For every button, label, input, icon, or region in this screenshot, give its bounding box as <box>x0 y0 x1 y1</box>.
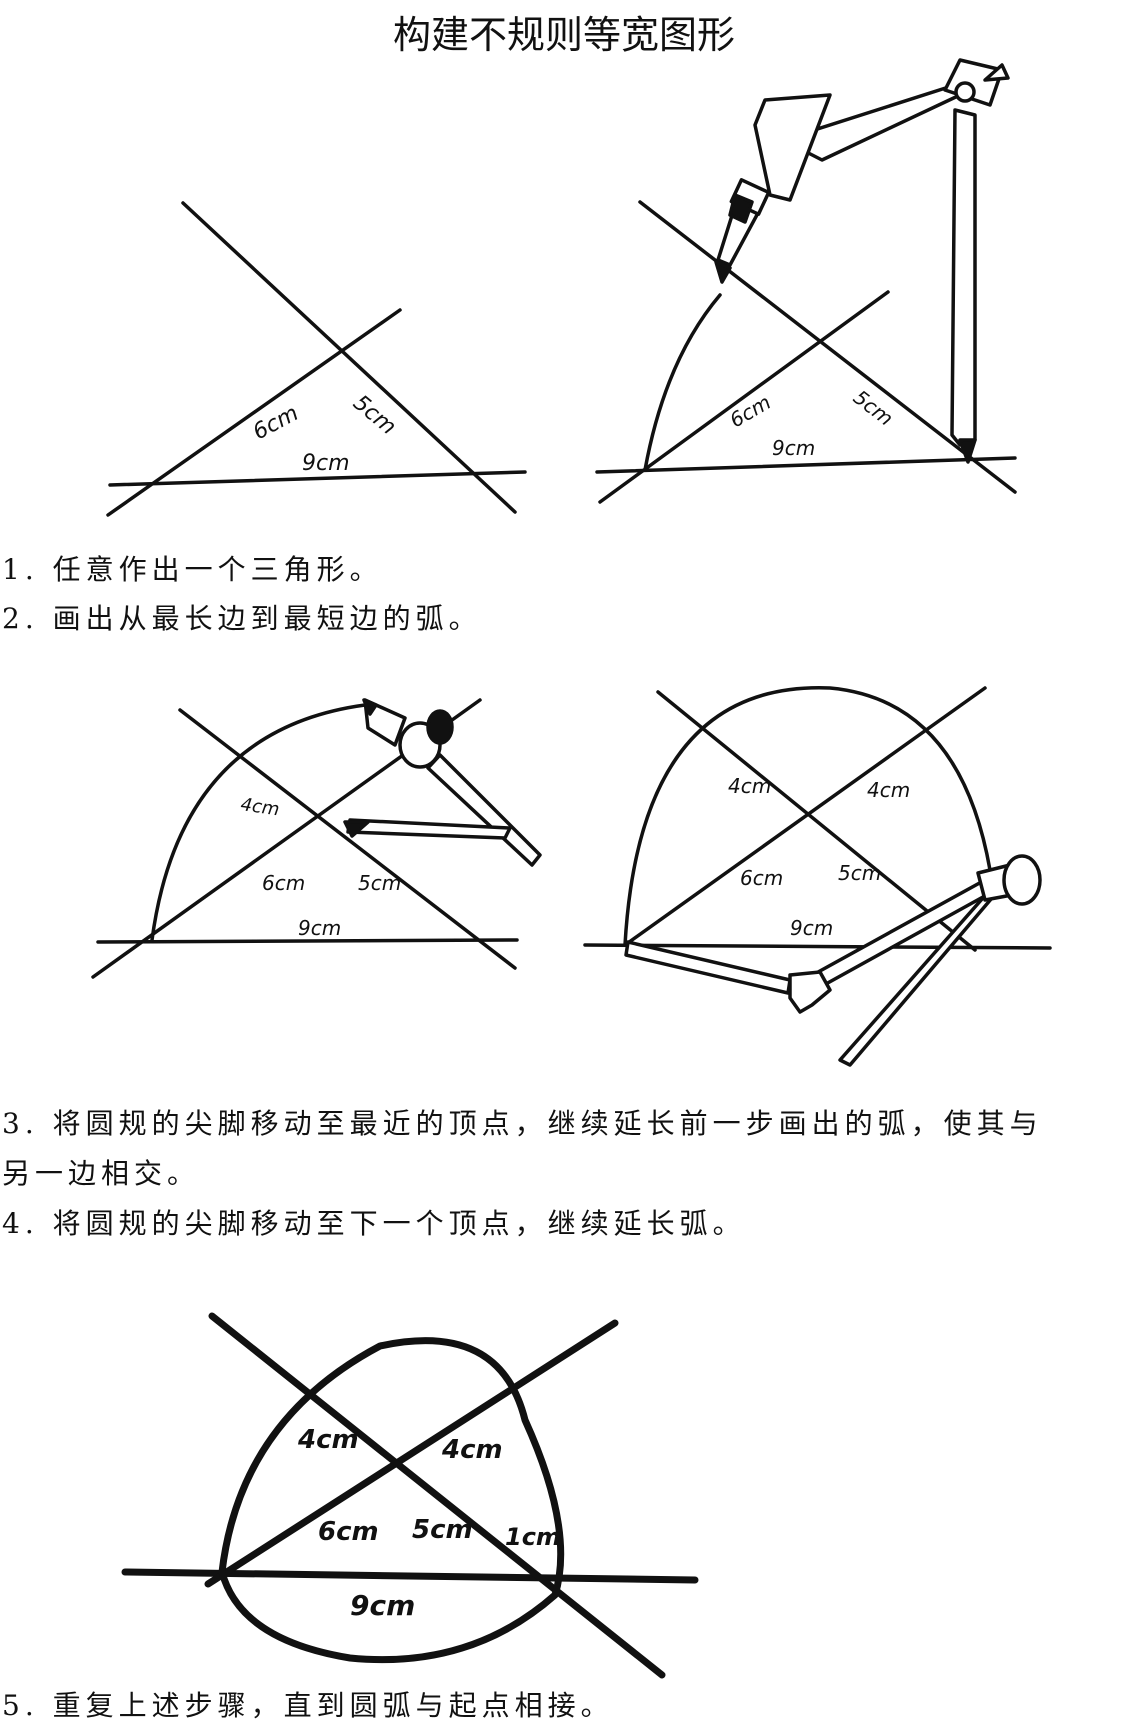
side-label-5cm: 5cm <box>838 861 881 885</box>
construction-arc <box>643 293 722 472</box>
figure-5-completed-shape: 4cm 4cm 6cm 5cm 1cm 9cm <box>121 1312 699 1679</box>
triangle-base-line <box>96 938 519 944</box>
side-label-5cm: 5cm <box>412 1515 473 1545</box>
step-2-text: 2. 画出从最长边到最短边的弧。 <box>2 602 482 635</box>
side-label-1cm: 1cm <box>505 1523 561 1551</box>
side-label-5cm: 5cm <box>849 385 898 431</box>
triangle-right-line <box>181 201 517 514</box>
step-3-text: 3. 将圆规的尖脚移动至最近的顶点，继续延长前一步画出的弧，使其与 <box>2 1107 1043 1140</box>
side-label-6cm: 6cm <box>318 1517 379 1547</box>
side-label-4cm-right: 4cm <box>867 778 910 802</box>
step-4-text: 4. 将圆规的尖脚移动至下一个顶点，继续延长弧。 <box>2 1207 746 1240</box>
side-label-6cm: 6cm <box>249 401 303 445</box>
side-label-9cm: 9cm <box>772 436 815 460</box>
construction-arc <box>623 686 992 947</box>
figure-1-triangle: 6cm 5cm 9cm <box>106 201 527 517</box>
side-label-4cm-left: 4cm <box>728 774 771 798</box>
triangle-right-line <box>638 200 1017 494</box>
figure-3-extend-arc: 4cm 6cm 5cm 9cm <box>91 698 542 979</box>
triangle-left-line <box>204 1319 619 1588</box>
side-label-5cm: 5cm <box>358 871 401 895</box>
triangle-left-line <box>106 308 402 517</box>
closed-arc-shape <box>218 1337 565 1664</box>
side-label-6cm: 6cm <box>262 871 305 895</box>
side-label-9cm: 9cm <box>302 451 350 476</box>
triangle-left-line <box>623 686 987 947</box>
side-label-4cm-left: 4cm <box>297 1425 359 1455</box>
triangle-right-line <box>178 708 517 970</box>
figure-4-next-vertex: 4cm 4cm 6cm 5cm 9cm <box>583 686 1052 1067</box>
triangle-right-line <box>208 1312 666 1679</box>
side-label-9cm: 9cm <box>790 916 833 940</box>
side-label-6cm: 6cm <box>726 390 775 432</box>
triangle-base-line <box>108 470 527 487</box>
compass-drawing-arc <box>714 58 1010 464</box>
construction-arc <box>150 703 367 942</box>
compass-on-vertex <box>343 698 542 867</box>
triangle-left-line <box>598 290 890 504</box>
figure-2-first-arc: 6cm 5cm 9cm <box>595 58 1017 504</box>
side-label-9cm: 9cm <box>298 916 341 940</box>
step-1-text: 1. 任意作出一个三角形。 <box>2 553 383 586</box>
side-label-4cm-right: 4cm <box>441 1435 503 1465</box>
step-5-text: 5. 重复上述步骤，直到圆弧与起点相接。 <box>2 1689 614 1722</box>
compass-on-next-vertex <box>624 854 1042 1067</box>
side-label-9cm: 9cm <box>350 1589 415 1622</box>
page-title: 构建不规则等宽图形 <box>392 13 735 57</box>
triangle-right-line <box>656 690 977 952</box>
triangle-base-line <box>595 456 1017 474</box>
side-label-4cm: 4cm <box>239 794 280 820</box>
step-3-text-continued: 另一边相交。 <box>2 1157 201 1190</box>
side-label-6cm: 6cm <box>740 866 783 890</box>
